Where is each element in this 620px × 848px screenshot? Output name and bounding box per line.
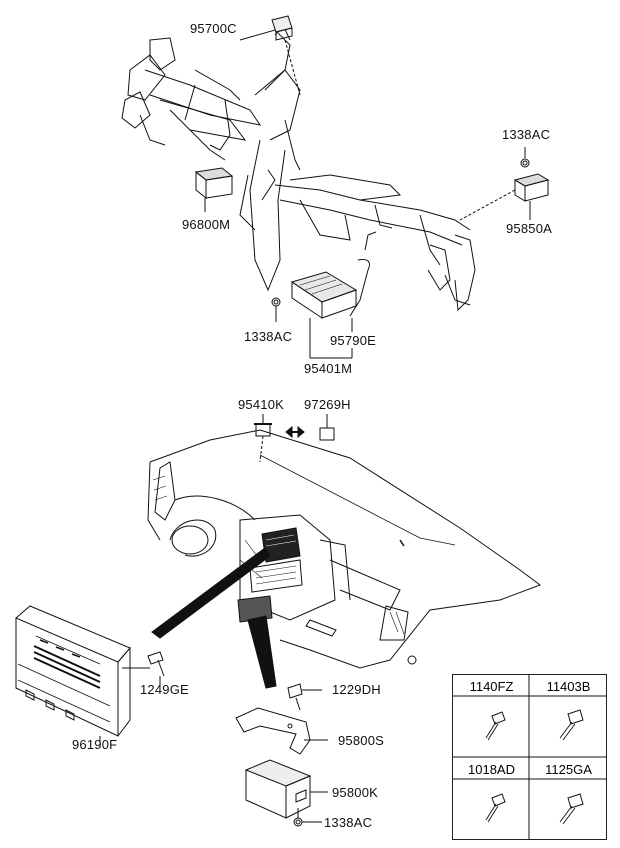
dashboard-panel	[147, 429, 542, 669]
part-95410K	[254, 414, 272, 463]
callout-95800K: 95800K	[332, 785, 379, 800]
cowl-cross-bar	[121, 24, 476, 312]
callout-95401M: 95401M	[304, 361, 353, 376]
callout-1338AC-bottom: 1338AC	[324, 815, 373, 830]
table-cell: 1018AD	[453, 758, 530, 841]
callout-1338AC-top: 1338AC	[502, 127, 551, 142]
pointer-wedges	[151, 547, 277, 689]
callout-95800S: 95800S	[338, 733, 385, 748]
fastener-table-grid	[452, 674, 607, 840]
part-95700C	[271, 15, 301, 96]
part-95850A	[459, 147, 550, 221]
callout-1338AC-mid: 1338AC	[244, 329, 293, 344]
callout-1229DH: 1229DH	[332, 682, 381, 697]
swap-arrow-icon	[285, 425, 305, 439]
callout-95410K: 95410K	[238, 397, 285, 412]
part-95401M	[271, 231, 377, 359]
table-cell-code: 1125GA	[545, 762, 592, 777]
table-screw-1018AD	[485, 793, 506, 823]
callout-97269H: 97269H	[304, 397, 351, 412]
table-cell: 1125GA	[530, 758, 607, 841]
table-cell-code: 1140FZ	[469, 679, 514, 694]
table-screw-1140FZ	[485, 711, 506, 741]
table-screw-11403B	[559, 709, 584, 741]
part-96800M	[194, 167, 234, 212]
table-cell: 11403B	[530, 675, 607, 758]
part-95800K	[244, 759, 328, 819]
table-cell: 1140FZ	[453, 675, 530, 758]
table-cell-code: 1018AD	[468, 762, 515, 777]
part-97269H	[319, 414, 335, 441]
callout-95850A: 95850A	[506, 221, 553, 236]
callout-1249GE: 1249GE	[140, 682, 189, 697]
callout-96800M: 96800M	[182, 217, 231, 232]
part-96190F	[15, 605, 150, 748]
part-95800S	[235, 707, 328, 755]
callout-96190F: 96190F	[72, 737, 118, 752]
callout-95790E: 95790E	[330, 333, 377, 348]
part-1338AC-bottom	[293, 808, 322, 827]
part-1249GE	[147, 651, 165, 688]
table-screw-1125GA	[559, 793, 584, 825]
table-cell-code: 11403B	[546, 679, 591, 694]
part-1229DH	[287, 683, 322, 711]
fastener-table: 1140FZ 11403B 1018AD 1125GA	[452, 674, 607, 840]
callout-95700C: 95700C	[190, 21, 237, 36]
